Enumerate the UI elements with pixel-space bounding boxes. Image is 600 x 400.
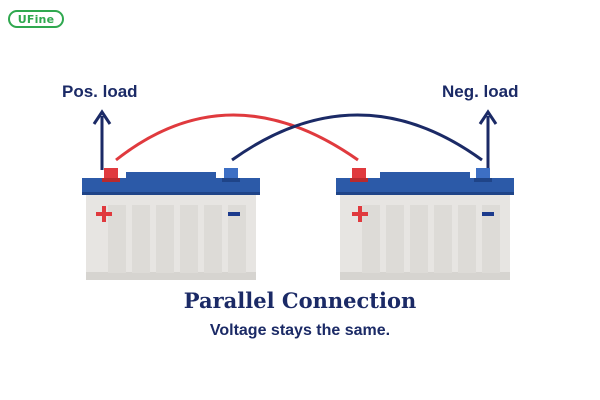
battery-left-positive-terminal — [104, 168, 118, 180]
plus-icon — [352, 206, 368, 222]
minus-icon — [228, 212, 240, 216]
diagram-subtitle: Voltage stays the same. — [209, 322, 391, 339]
negative-load-arrow — [478, 109, 498, 170]
battery-right-positive-terminal — [352, 168, 366, 180]
battery-left-negative-terminal — [224, 168, 238, 180]
negative-wire — [231, 113, 483, 162]
plus-icon — [96, 206, 112, 222]
battery-left-lid — [82, 178, 260, 194]
minus-icon — [482, 212, 494, 216]
positive-load-label: Pos. load — [62, 82, 138, 101]
battery-right-lid — [336, 178, 514, 194]
logo-text: UFine — [17, 12, 55, 26]
positive-load-arrow — [92, 109, 112, 170]
battery-right-negative-terminal — [476, 168, 490, 180]
battery-right — [336, 168, 514, 280]
ufine-logo: UFine — [8, 10, 64, 28]
negative-load-label: Neg. load — [442, 82, 519, 101]
positive-wire — [115, 113, 359, 162]
battery-left — [82, 168, 260, 280]
diagram-title: Parallel Connection — [183, 288, 417, 313]
